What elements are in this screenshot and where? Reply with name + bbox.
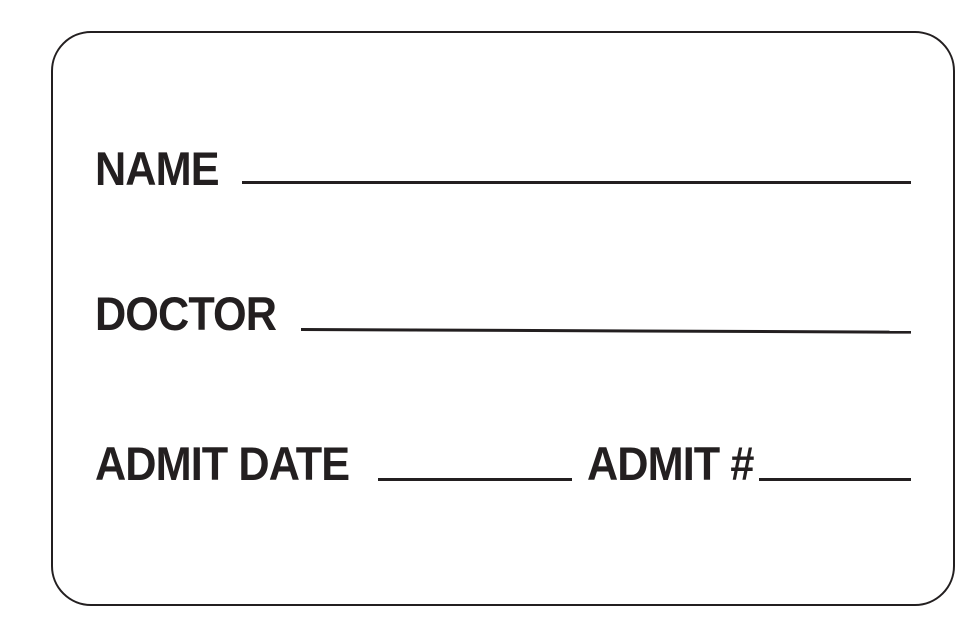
name-label: NAME (95, 142, 220, 195)
admit-date-write-line[interactable] (378, 478, 572, 481)
admit-number-label: ADMIT # (587, 437, 754, 490)
patient-label-card (51, 31, 955, 606)
name-write-line[interactable] (242, 181, 911, 184)
doctor-label: DOCTOR (95, 287, 277, 340)
admit-date-label: ADMIT DATE (95, 437, 350, 490)
admit-number-write-line[interactable] (759, 478, 911, 481)
